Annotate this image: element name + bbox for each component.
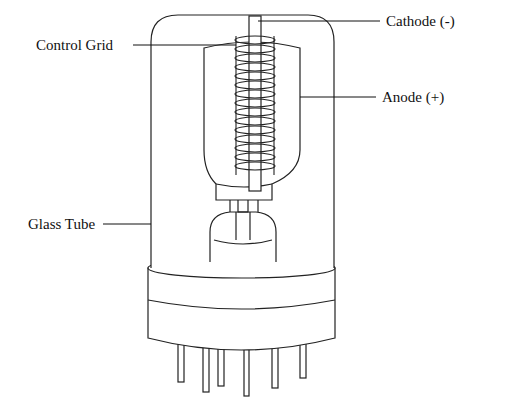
tube-stem <box>210 196 276 262</box>
control-grid-coil <box>235 36 275 175</box>
cathode-rod <box>249 16 261 191</box>
part-label: Control Grid <box>36 36 113 54</box>
part-label: Anode (+) <box>382 88 444 106</box>
tube-base <box>148 258 335 350</box>
part-label: Cathode (-) <box>386 12 455 30</box>
leader-lines <box>103 21 380 224</box>
glass-envelope <box>151 15 334 268</box>
part-label: Glass Tube <box>28 215 95 233</box>
